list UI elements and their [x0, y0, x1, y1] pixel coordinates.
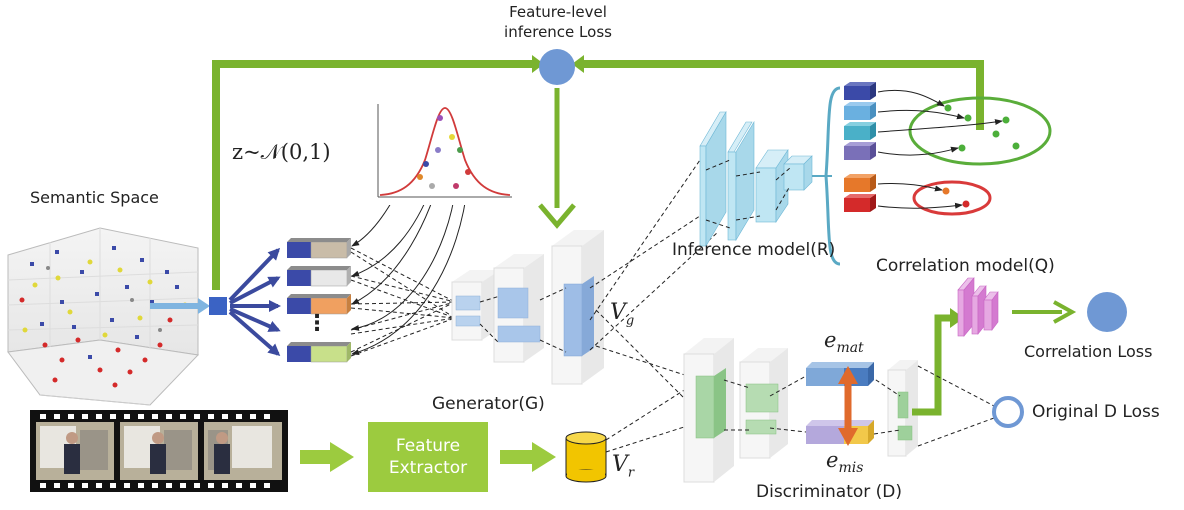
semantic-space-plot: [7, 227, 210, 406]
vector-ellipsis: ⋮: [306, 311, 328, 336]
v-r-subscript: r: [627, 465, 635, 481]
vectors-to-generator-dashes: [350, 247, 456, 357]
correlation-loss-node: [1087, 292, 1127, 332]
inference-model-label: Inference model(R): [672, 240, 836, 260]
feature-level-loss-node: [539, 49, 575, 85]
semantic-space-label: Semantic Space: [30, 188, 159, 207]
concat-vectors: [287, 238, 351, 363]
feature-extractor-box: Feature Extractor: [368, 422, 488, 492]
correlation-loss-label: Correlation Loss: [1024, 342, 1153, 361]
e-mat-vector: [806, 362, 874, 386]
correlation-model-network: [957, 277, 999, 337]
concat-vector-3: [287, 294, 351, 315]
film-to-extractor-arrow: [300, 442, 354, 472]
extractor-to-vr-arrow: [500, 442, 556, 472]
discriminator-label: Discriminator (D): [756, 482, 903, 502]
feature-level-loss-line1: Feature-level: [509, 3, 607, 21]
feature-extractor-line1: Feature: [395, 436, 461, 456]
v-g-symbol: V: [610, 300, 626, 325]
video-frame-2: [120, 422, 198, 480]
disc-to-correlation-arrow: [912, 308, 964, 416]
e-mis-label: emis: [826, 448, 863, 476]
semantic-embedding-node: [209, 297, 227, 315]
noise-prior-label: z~𝒩(0,1): [232, 140, 331, 164]
feature-extractor-line2: Extractor: [388, 458, 468, 478]
e-mat-label: emat: [824, 328, 864, 356]
v-r-label: Vr: [612, 452, 634, 480]
gaussian-prior-plot: [370, 100, 515, 205]
e-mis-symbol: e: [826, 448, 839, 472]
e-mis-subscript: mis: [838, 460, 864, 477]
concat-vector-2: [287, 266, 351, 287]
inference-internal-dashes: [705, 159, 791, 229]
output-brace: [824, 86, 841, 266]
original-d-loss-label: Original D Loss: [1032, 402, 1160, 422]
disc-to-original-loss-dashes: [917, 365, 995, 447]
e-mat-symbol: e: [824, 328, 837, 352]
v-r-symbol: V: [612, 452, 628, 477]
generator-to-inference-dashes: [589, 159, 719, 351]
video-frame-1: [36, 422, 114, 480]
correlation-to-loss-arrow: [1012, 300, 1077, 324]
video-frame-3: [204, 422, 282, 480]
feature-level-loss-line2: inference Loss: [504, 23, 612, 41]
feedback-arrow-left: [212, 60, 532, 290]
film-strip-icon: [30, 410, 288, 492]
generator-network: [451, 230, 604, 385]
discriminator-internal-dashes: [723, 375, 901, 435]
generator-label: Generator(G): [432, 394, 545, 414]
v-g-subscript: g: [625, 313, 635, 329]
green-cluster-ellipse: [908, 96, 1052, 166]
correlation-model-label: Correlation model(Q): [876, 256, 1055, 276]
semantic-fanout-arrows: [228, 247, 281, 356]
discriminator-network: [683, 338, 918, 483]
attribute-output-cubes: [844, 82, 876, 212]
match-mismatch-arrow: [838, 366, 858, 446]
e-mis-vector: [806, 420, 874, 444]
feedback-loop-arrows: [212, 55, 984, 290]
e-mat-subscript: mat: [836, 340, 864, 357]
feature-level-loss-label: Feature-level inference Loss: [502, 2, 614, 42]
feedback-arrow-right: [584, 60, 984, 130]
concat-vector-1: [287, 238, 351, 259]
original-d-loss-node: [992, 396, 1024, 428]
inference-model-network: [699, 110, 813, 248]
generator-internal-dashes: [479, 287, 567, 353]
v-g-label: Vg: [610, 300, 634, 328]
red-cluster-ellipse: [912, 180, 992, 216]
real-feature-cylinder: [565, 431, 607, 483]
concat-vector-5: [287, 342, 351, 363]
cube-to-cluster-arrows: [877, 89, 1003, 209]
